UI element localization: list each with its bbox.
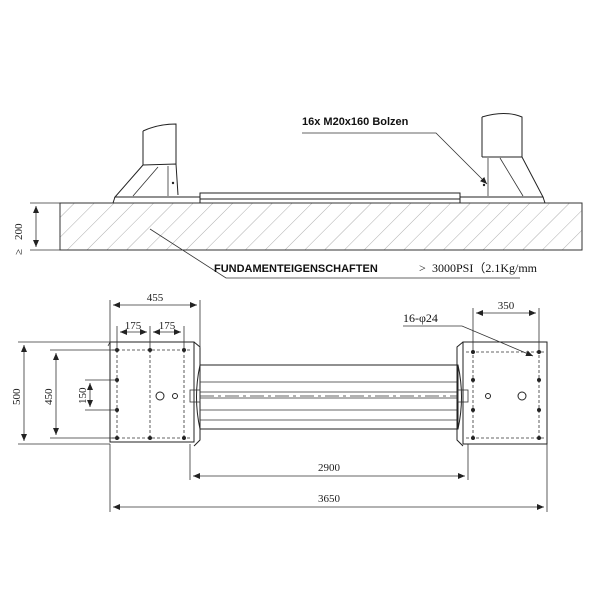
bolt-hole	[182, 436, 186, 440]
column-hole	[155, 391, 165, 401]
bolt-note: 16x M20x160 Bolzen	[302, 116, 409, 128]
ge-symbol: ≥	[13, 249, 25, 255]
bolt-hole	[471, 350, 475, 354]
dim-plate-height: 450	[43, 388, 55, 405]
dim-left-plate-width: 455	[147, 292, 164, 304]
left-hole-grid	[112, 348, 190, 440]
dim-column-span: 2900	[318, 462, 341, 474]
bolt-hole	[537, 378, 541, 382]
dim-hole-spacing-b: 175	[159, 320, 176, 332]
bolt-leader	[302, 132, 488, 185]
left-column	[112, 123, 201, 204]
right-base-plate	[462, 341, 548, 445]
bolt-hole	[148, 436, 152, 440]
column-hole	[517, 391, 527, 401]
left-base-plate	[109, 341, 195, 443]
dim-3650: 3650	[109, 444, 548, 512]
bolt-hole	[537, 408, 541, 412]
foundation-slab	[59, 202, 583, 251]
hole-note: 16-φ24	[403, 311, 438, 325]
bolt-hole	[537, 350, 541, 354]
dim-hole-spacing-a: 175	[125, 320, 142, 332]
dim-right-plate-width: 350	[498, 300, 515, 312]
hole-leader	[403, 325, 534, 357]
foundation-label: FUNDAMENTEIGENSCHAFTEN	[214, 263, 378, 275]
foundation-spec: 3000PSI（2.1Kg/mm	[432, 261, 538, 275]
svg-text:>: >	[419, 261, 426, 275]
dim-175-175: 175 175	[116, 320, 185, 350]
dim-hole-spacing-v: 150	[77, 387, 89, 404]
dim-455: 455	[109, 292, 201, 348]
bolt-hole	[471, 378, 475, 382]
depth-dimension: 200 ≥	[13, 202, 60, 255]
center-beam	[189, 364, 469, 430]
cover-plate	[199, 192, 461, 200]
dim-500: 500	[11, 341, 110, 445]
right-column	[459, 113, 546, 204]
dim-350: 350	[472, 300, 540, 350]
bolt-hole	[471, 408, 475, 412]
right-hole-grid	[466, 350, 544, 440]
bolt-hole	[537, 436, 541, 440]
elevation-view: 16x M20x160 Bolzen 200 ≥ FUNDAMENTEIGENS…	[13, 113, 583, 279]
dim-450: 450	[43, 349, 117, 439]
depth-value: 200	[13, 223, 25, 240]
foundation-leader	[149, 228, 520, 279]
dim-total-height: 500	[11, 388, 23, 405]
plan-view: 455 175 175 350 16-φ24 500	[11, 292, 548, 512]
dim-150: 150	[77, 379, 117, 411]
bolt-hole	[471, 436, 475, 440]
dim-2900: 2900	[189, 444, 469, 480]
dim-overall-length: 3650	[318, 493, 341, 505]
